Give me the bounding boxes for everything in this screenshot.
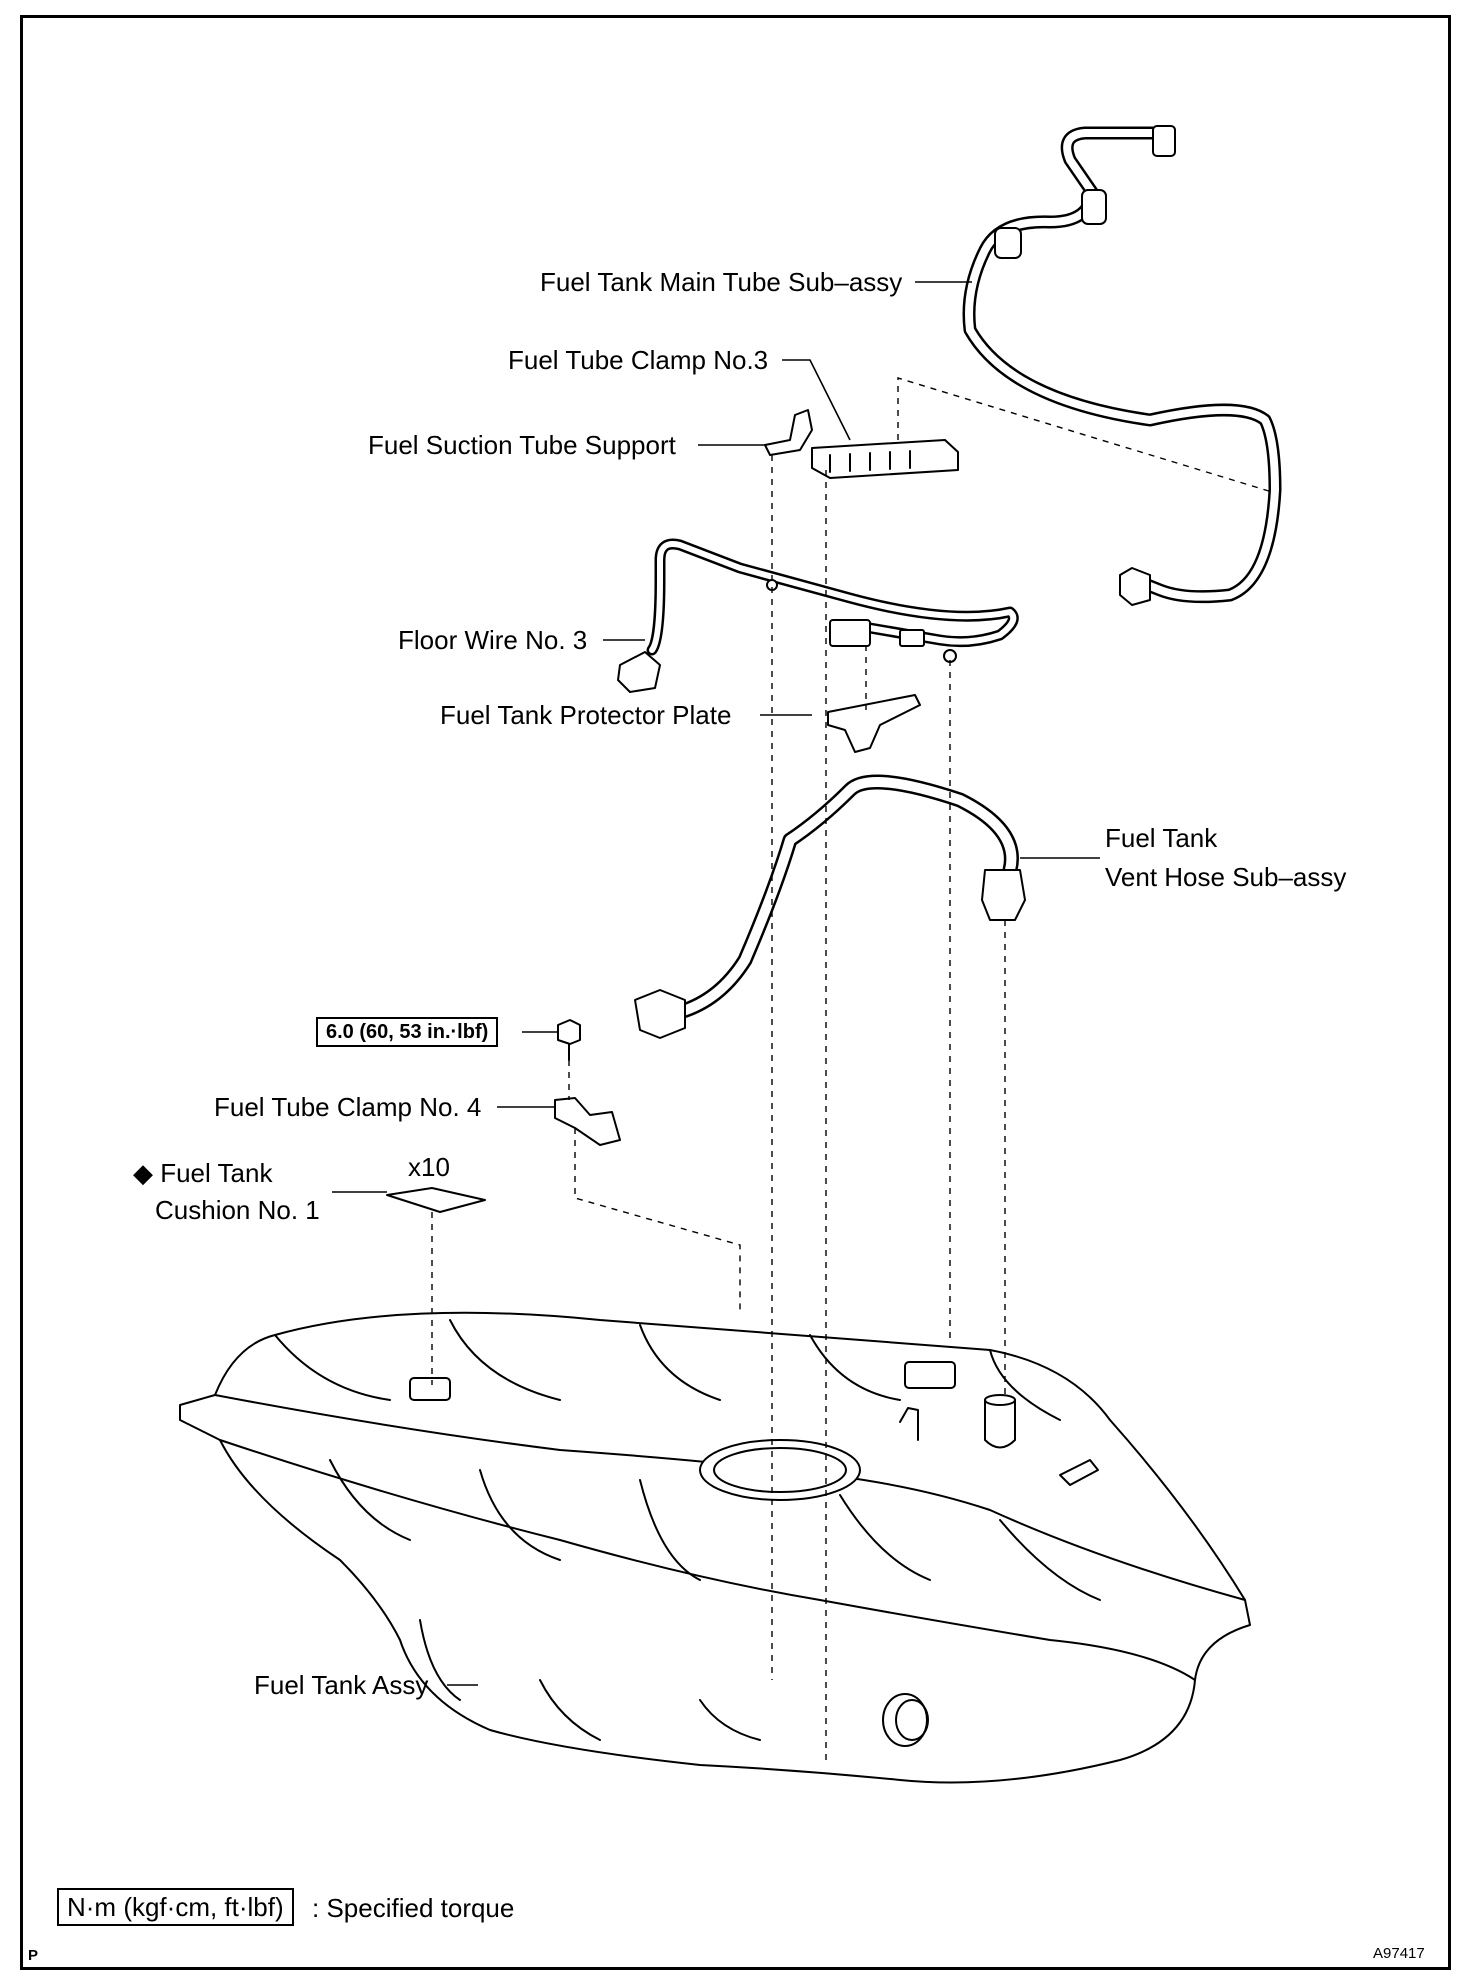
alignment-lines: [431, 377, 1273, 1760]
label-vent-hose-line2: Vent Hose Sub–assy: [1105, 862, 1347, 892]
label-cushion-quantity: x10: [408, 1152, 450, 1182]
corner-code-left: P: [28, 1947, 39, 1964]
fuel-tube-clamp-no4-drawing: [554, 1097, 621, 1146]
label-vent-hose-line1: Fuel Tank: [1105, 823, 1218, 853]
bolt-drawing: [557, 1019, 581, 1061]
label-cushion-line1: ◆ Fuel Tank: [133, 1158, 273, 1188]
corner-code-right: A97417: [1373, 1945, 1425, 1962]
label-floor-wire: Floor Wire No. 3: [398, 625, 588, 655]
label-suction-tube-support: Fuel Suction Tube Support: [368, 430, 676, 460]
label-clamp-no4: Fuel Tube Clamp No. 4: [214, 1092, 482, 1122]
label-tank-assy: Fuel Tank Assy: [254, 1670, 429, 1700]
label-cushion-line2: Cushion No. 1: [155, 1195, 320, 1225]
fuel-tank-assy-drawing: [179, 1311, 1251, 1784]
label-protector-plate: Fuel Tank Protector Plate: [440, 700, 732, 730]
diagram-frame: [20, 15, 1451, 1970]
floor-wire-no3-drawing: [617, 538, 1019, 693]
label-clamp-no3: Fuel Tube Clamp No.3: [508, 345, 769, 375]
legend-description: : Specified torque: [312, 1893, 515, 1923]
fuel-suction-tube-support-drawing: [764, 409, 813, 456]
fuel-tank-vent-hose-drawing: [634, 774, 1026, 1039]
leader-lines: [332, 281, 1100, 1686]
legend-torque-unit-box: N·m (kgf·cm, ft·lbf): [57, 1888, 294, 1926]
fuel-tank-main-tube-drawing: [962, 125, 1282, 606]
fuel-tube-clamp-no3-drawing: [811, 439, 959, 479]
torque-value-box: 6.0 (60, 53 in.·lbf): [316, 1017, 499, 1047]
fuel-tank-cushion-drawing: [386, 1187, 486, 1213]
label-main-tube: Fuel Tank Main Tube Sub–assy: [540, 267, 903, 297]
fuel-tank-protector-plate-drawing: [827, 694, 921, 753]
